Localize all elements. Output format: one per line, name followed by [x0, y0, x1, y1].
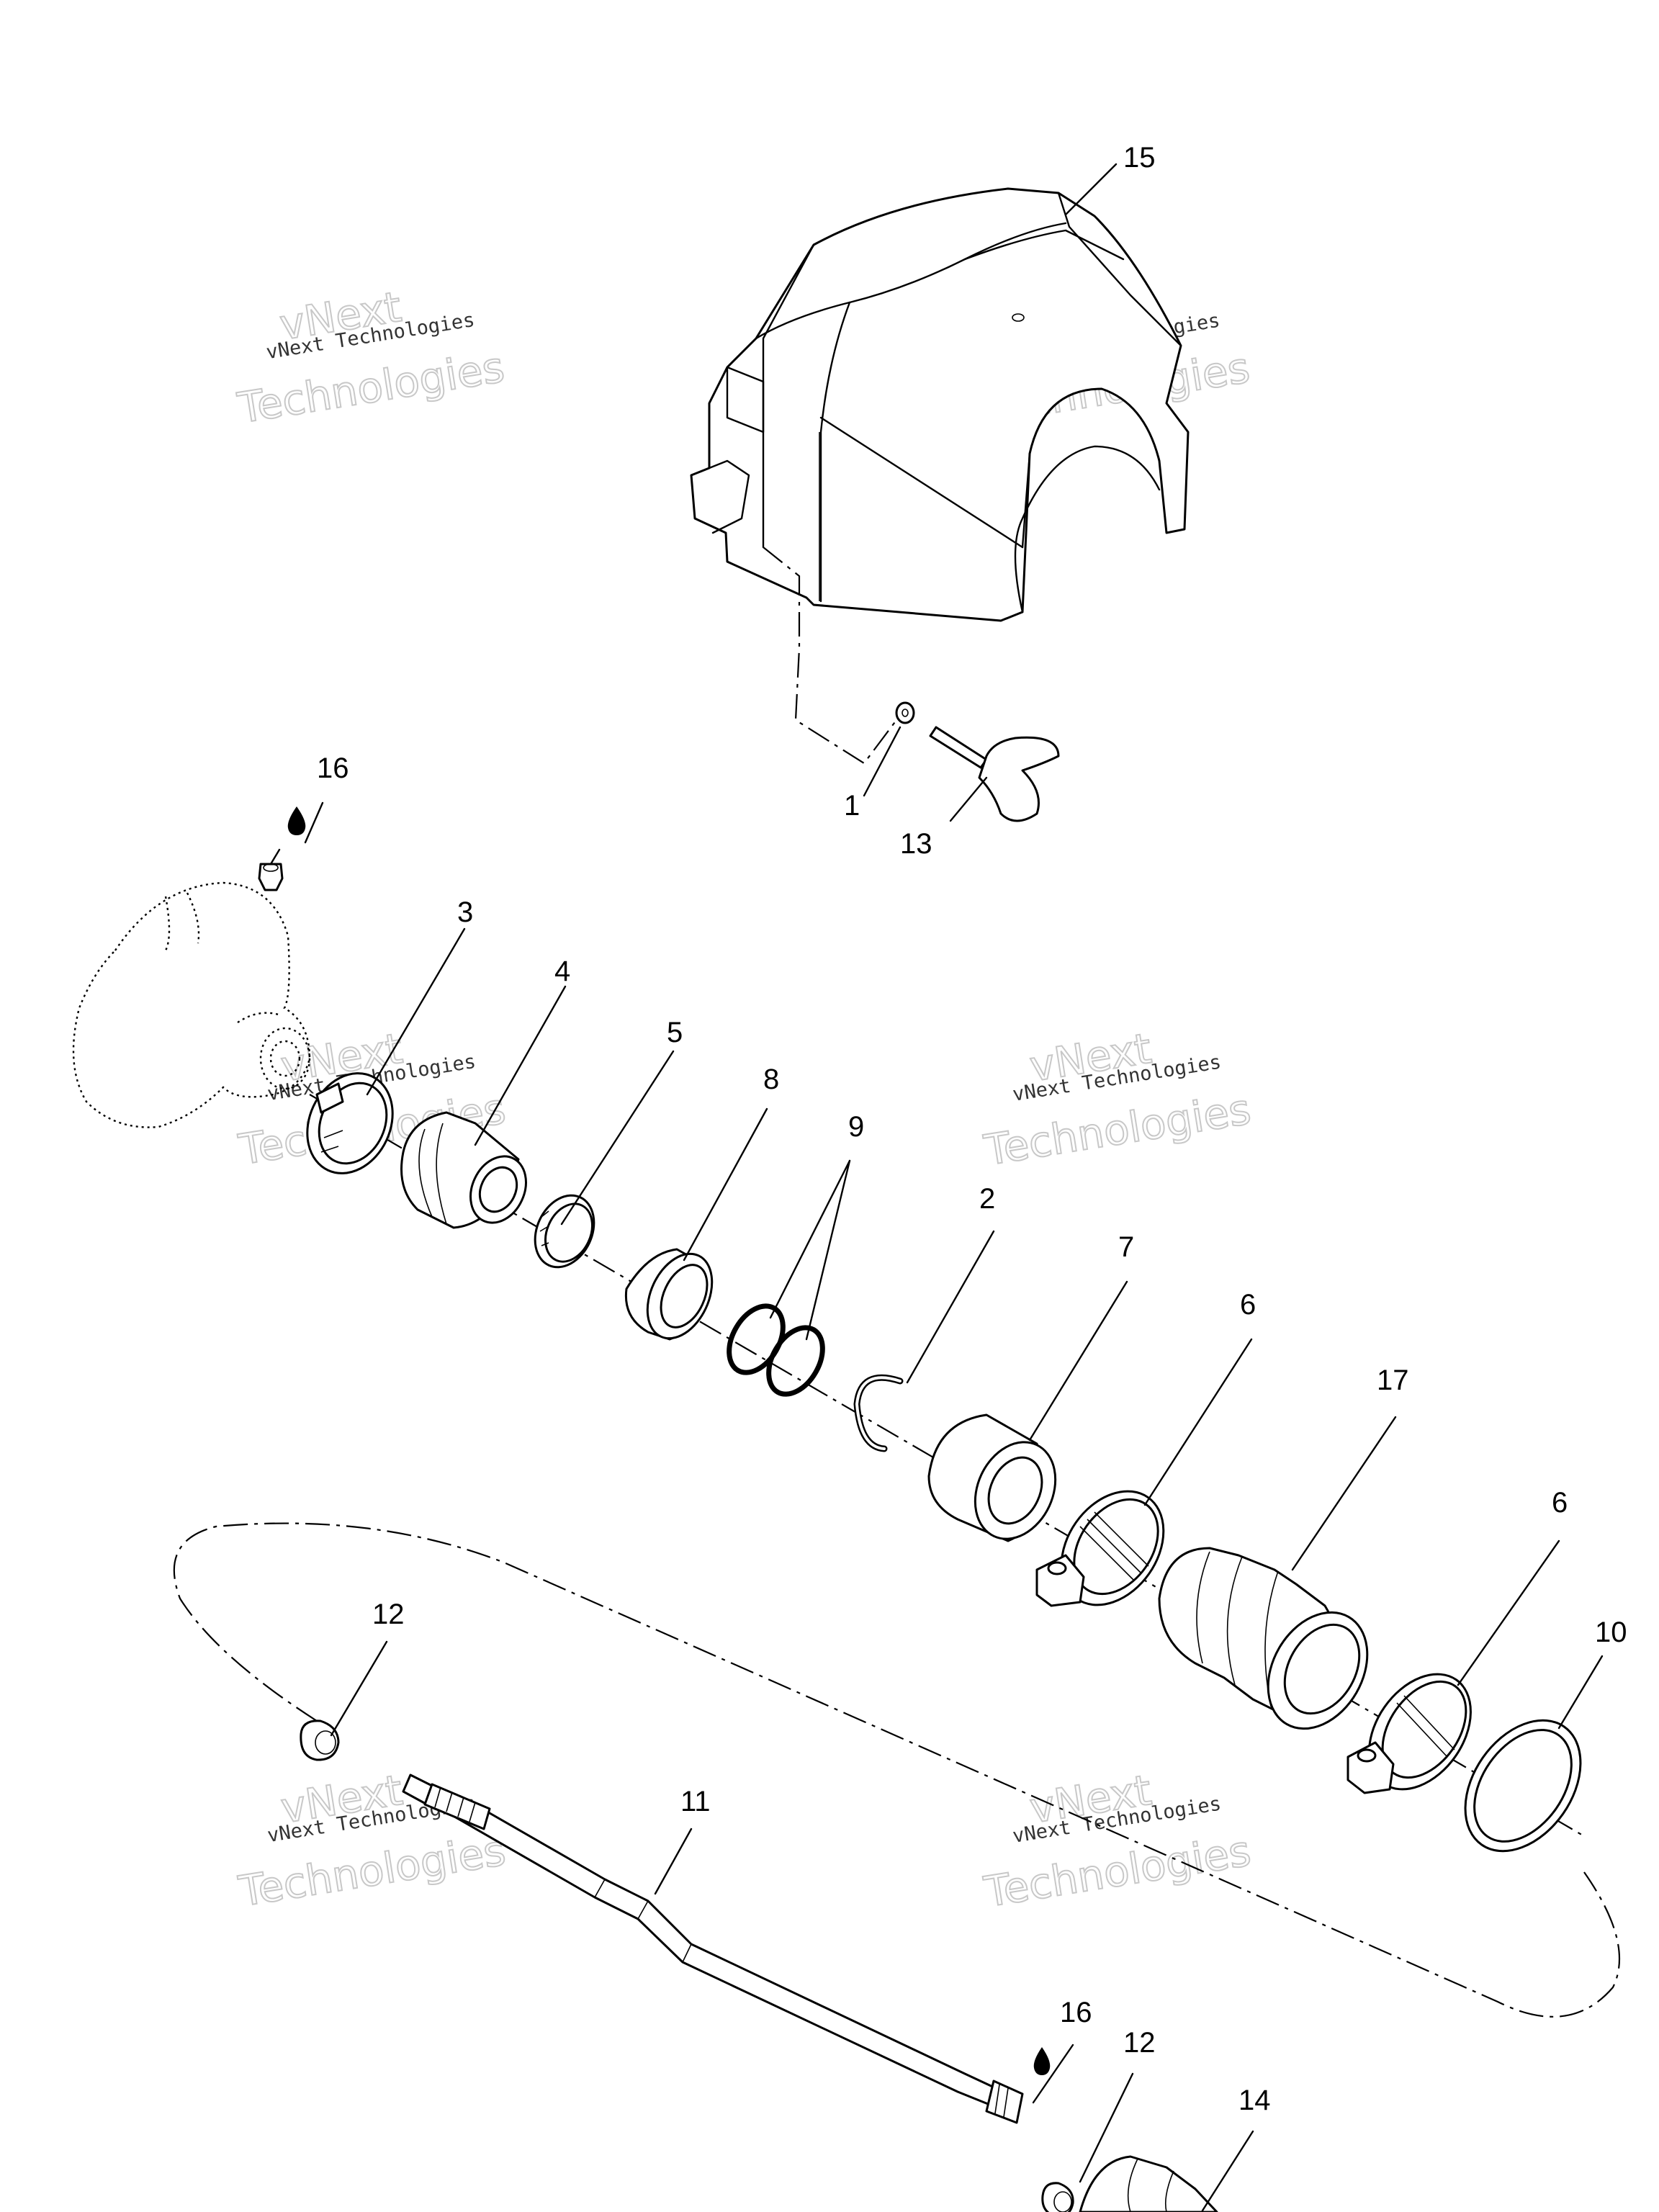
callout-16-bottom: 16	[1060, 1997, 1092, 2028]
nut-part-12-bottom	[1041, 2182, 1074, 2212]
nut-part-12-top	[300, 1719, 340, 1761]
callout-3: 3	[457, 896, 473, 928]
callout-7: 7	[1118, 1231, 1134, 1263]
callout-12-bottom: 12	[1123, 2027, 1156, 2059]
callout-1: 1	[844, 790, 860, 822]
wing-bolt-part-13	[929, 726, 1060, 822]
callout-14: 14	[1238, 2085, 1271, 2116]
callout-11: 11	[680, 1786, 711, 1817]
boot-part-4	[400, 1111, 527, 1229]
watermark-bottom-left: vNext vNext Technologies Technologies	[235, 1765, 510, 1917]
callout-2: 2	[979, 1183, 995, 1215]
o-rings-part-9	[727, 1303, 825, 1397]
watermark-mid-right: vNext vNext Technologies Technologies	[980, 1023, 1255, 1176]
assembly-loop-line	[173, 1522, 1621, 2018]
ring-part-5	[534, 1194, 595, 1269]
callout-12-top: 12	[372, 1599, 405, 1630]
coupler-part-14	[1079, 2155, 1218, 2212]
callout-17: 17	[1377, 1364, 1409, 1396]
leader-lines	[269, 163, 1604, 2212]
grease-icon-16-top	[287, 806, 306, 835]
watermark-top-left: vNext vNext Technologies Technologies	[233, 282, 508, 433]
grease-icon-16-bottom	[1033, 2047, 1051, 2075]
flat-ring-part-10	[1464, 1719, 1582, 1853]
watermark-bottom-right: vNext vNext Technologies Technologies	[980, 1765, 1255, 1917]
bushing-part-7	[927, 1413, 1057, 1542]
callout-13: 13	[900, 828, 932, 860]
housing-ghost-outline	[72, 881, 311, 1128]
clamp-part-3	[306, 1072, 394, 1174]
cover-part-15	[690, 187, 1190, 622]
callout-8: 8	[763, 1064, 779, 1095]
callout-5: 5	[667, 1017, 683, 1048]
callout-6-first: 6	[1240, 1289, 1256, 1321]
callout-4: 4	[554, 956, 570, 987]
hose-clamp-part-6-first	[1035, 1490, 1165, 1607]
callout-15: 15	[1123, 142, 1156, 174]
bellows-part-17	[1158, 1547, 1369, 1730]
callout-16-top: 16	[317, 752, 349, 784]
circlip-part-2	[853, 1374, 904, 1452]
seal-part-8	[624, 1248, 714, 1341]
hose-clamp-part-6-second	[1346, 1673, 1472, 1794]
callout-9: 9	[848, 1111, 864, 1143]
grease-fitting	[258, 863, 284, 891]
callout-6-second: 6	[1552, 1487, 1568, 1519]
washer-part-1	[895, 701, 915, 724]
callout-labels: 15 1 13 16 3 4 5 8 9 2 7 6 17 6 10 12 11…	[317, 142, 1627, 2116]
callout-10: 10	[1595, 1617, 1627, 1648]
shaft-part-11	[402, 1773, 1024, 2124]
assembly-line-cover	[763, 547, 897, 765]
